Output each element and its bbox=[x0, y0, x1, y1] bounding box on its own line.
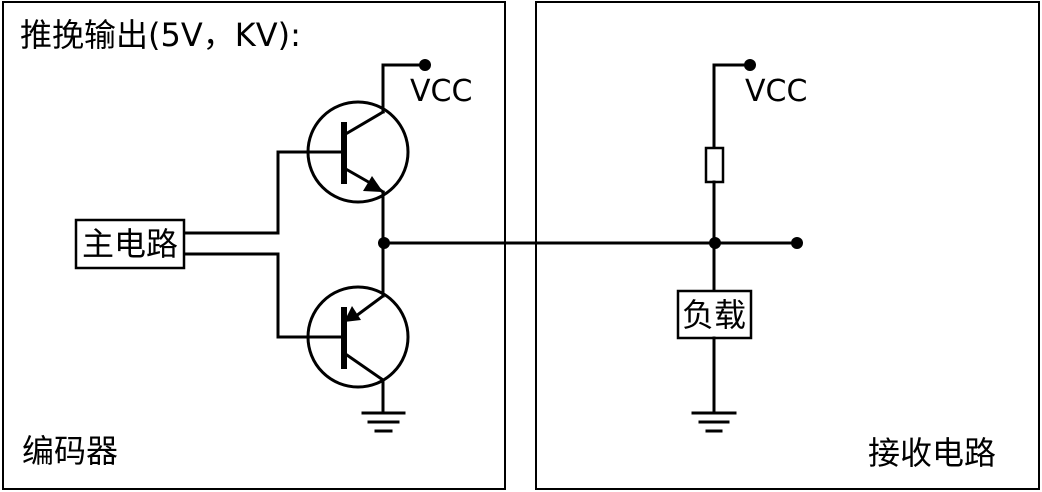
main-circuit-label: 主电路 bbox=[82, 225, 178, 263]
receiver-output-terminal bbox=[791, 237, 803, 249]
pull-up-resistor bbox=[704, 146, 725, 184]
receiver-input-node bbox=[709, 237, 721, 249]
encoder-panel bbox=[2, 1, 506, 490]
encoder-ground-icon bbox=[361, 411, 406, 433]
receiver-vcc-terminal bbox=[744, 59, 756, 71]
encoder-footer-label: 编码器 bbox=[22, 432, 118, 470]
encoder-title: 推挽输出(5V，KV): bbox=[20, 16, 301, 54]
receiver-panel bbox=[535, 1, 1040, 490]
pnp-transistor bbox=[278, 285, 410, 389]
npn-transistor bbox=[278, 100, 410, 204]
main-circuit-box: 主电路 bbox=[74, 218, 186, 270]
emitter-arrow-icon bbox=[363, 176, 383, 192]
receiver-vcc-label: VCC bbox=[745, 74, 807, 109]
encoder-vcc: VCC bbox=[381, 59, 472, 114]
receiver-vcc: VCC bbox=[712, 59, 807, 150]
load-box: 负载 bbox=[676, 289, 753, 340]
emitter-arrow-icon bbox=[344, 306, 361, 322]
receiver-ground-icon bbox=[691, 411, 737, 433]
encoder-vcc-terminal bbox=[419, 59, 431, 71]
encoder-vcc-label: VCC bbox=[410, 74, 472, 109]
load-label: 负载 bbox=[682, 296, 746, 334]
receiver-footer-label: 接收电路 bbox=[868, 434, 996, 472]
